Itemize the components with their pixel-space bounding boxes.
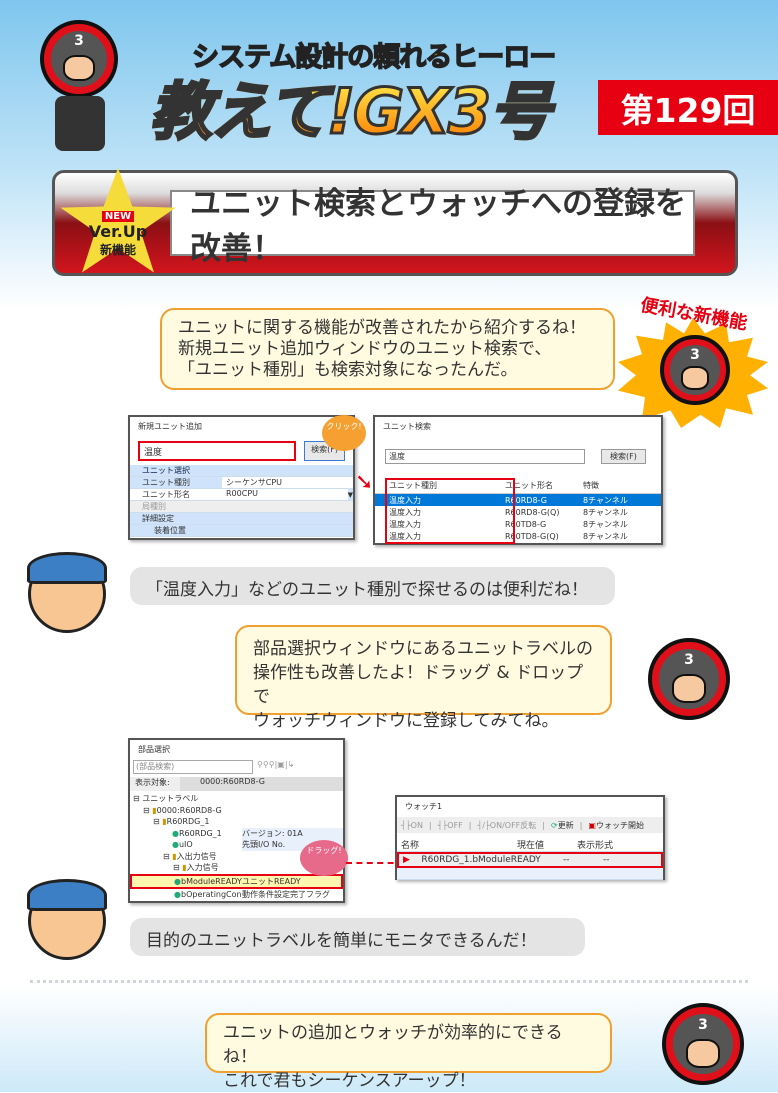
hero-character: 3	[648, 638, 730, 720]
new-unit-window: 新規ユニット追加 温度 検索(F) ユニット選択 ユニット種別シーケンサCPU …	[128, 415, 355, 540]
hero-number: 3	[690, 347, 700, 364]
parts-search-input[interactable]: (部品検索)	[133, 760, 253, 774]
tree-item[interactable]: ⊟ ▮0000:R60RD8-G	[143, 805, 222, 815]
kid-speech-bubble-2: 目的のユニットラベルを簡単にモニタできるんだ！	[130, 918, 585, 956]
target-value: 0000:R60RD8-G	[180, 777, 343, 791]
property-row: ユニット選択	[130, 465, 353, 477]
header-subtitle: システム設計の頼れるヒーロー	[191, 41, 557, 74]
bubble-line: ウォッチウィンドウに登録してみてね。	[253, 711, 559, 731]
off-button[interactable]: ┤├OFF	[437, 820, 463, 830]
kid-character	[27, 552, 107, 633]
window-title: 新規ユニット追加	[138, 422, 202, 431]
divider	[30, 980, 748, 983]
drag-path	[346, 862, 404, 864]
drag-callout: ドラッグ!	[300, 840, 348, 876]
kid-character	[27, 879, 107, 960]
search-button[interactable]: 検索(F)	[601, 449, 646, 464]
start-watch-button[interactable]: ▣ウォッチ開始	[588, 820, 644, 830]
refresh-icon: ⟳	[550, 820, 558, 830]
new-feature-label: 新機能	[99, 242, 136, 257]
arrow-icon: ➘	[355, 470, 374, 495]
target-label: 表示対象:	[135, 778, 170, 787]
dropdown-arrow-icon[interactable]: ▼	[347, 490, 353, 499]
property-row: 詳細設定	[130, 513, 353, 525]
window-title: ユニット検索	[383, 422, 431, 431]
toolbar-icons[interactable]: ⚲⚲⚲|▣|↳	[257, 760, 295, 769]
highlight-box	[385, 478, 515, 544]
hero-number: 3	[74, 33, 84, 50]
property-row[interactable]: ユニット種別シーケンサCPU	[130, 477, 353, 489]
hero-number: 3	[684, 651, 694, 668]
tree-item[interactable]: ⊟ ユニットラベル	[133, 794, 199, 803]
toggle-button[interactable]: ┤/├ON/OFF反転	[477, 820, 537, 830]
issue-number: 第129回	[598, 80, 778, 135]
table-header: ユニット種別ユニット形名特徴	[375, 478, 661, 494]
click-callout: クリック!	[322, 415, 366, 451]
version-up-star-text: NEW Ver.Up 新機能	[58, 168, 178, 278]
watch-window: ウォッチ1 ┤├ON| ┤├OFF| ┤/├ON/OFF反転| ⟳更新| ▣ウォ…	[395, 795, 665, 880]
hero-number: 3	[698, 1016, 708, 1033]
property-row: 局種別	[130, 501, 353, 513]
headline: ユニット検索とウォッチへの登録を改善！	[170, 186, 695, 267]
window-title: ウォッチ1	[405, 802, 443, 811]
ver-up-label: Ver.Up	[88, 221, 148, 241]
refresh-button[interactable]: ⟳更新	[550, 820, 574, 830]
property-row: 装着位置	[130, 525, 353, 537]
bubble-line: ユニットの追加とウォッチが効率的にできるね！	[223, 1023, 563, 1067]
search-input[interactable]: 温度	[138, 441, 297, 461]
window-title: 部品選択	[138, 745, 170, 754]
bubble-line: 新規ユニット追加ウィンドウのユニット検索で、	[178, 339, 552, 359]
speech-bubble-1: ユニットに関する機能が改善されたから紹介するね！ 新規ユニット追加ウィンドウのユ…	[160, 308, 615, 390]
hero-character: 3	[660, 335, 730, 405]
bubble-line: 部品選択ウィンドウにあるユニットラベルの	[253, 639, 593, 659]
watch-icon: ▣	[588, 820, 596, 830]
speech-bubble-3: ユニットの追加とウォッチが効率的にできるね！ これで君もシーケンスアーップ！	[205, 1013, 612, 1091]
watch-row-empty[interactable]	[397, 868, 663, 880]
arrow-icon: ▶	[403, 855, 410, 865]
tree-item[interactable]: ⊟ ▮入力信号	[173, 863, 219, 872]
table-header: 名称現在値表示形式	[397, 837, 663, 852]
hero-body	[55, 96, 105, 151]
bubble-line: 「ユニット種別」も検索対象になったんだ。	[178, 360, 518, 380]
bubble-line: ユニットに関する機能が改善されたから紹介するね！	[178, 318, 586, 338]
parts-selection-window: 部品選択 (部品検索) ⚲⚲⚲|▣|↳ 表示対象: 0000:R60RD8-G ⊟ …	[128, 738, 345, 903]
hero-character: 3	[662, 1003, 744, 1085]
tree-item[interactable]: ⊟ ▮R60RDG_1	[153, 817, 210, 826]
bubble-line: これで君もシーケンスアーップ！	[223, 1071, 476, 1091]
header-title: 教えて!GX3号	[148, 75, 552, 148]
search-input[interactable]: 温度	[385, 449, 585, 464]
new-label: NEW	[101, 210, 135, 222]
bubble-line: 操作性も改善したよ！ドラッグ & ドロップで	[253, 663, 584, 707]
on-button[interactable]: ┤├ON	[401, 820, 423, 830]
kid-speech-bubble-1: 「温度入力」などのユニット種別で探せるのは便利だね！	[130, 567, 615, 605]
tree-item[interactable]: ⊟ ▮入出力信号	[163, 851, 217, 861]
hero-character: 3	[40, 20, 118, 98]
watch-row[interactable]: ▶ R60RDG_1.bModuleREADY----	[397, 852, 663, 868]
speech-bubble-2: 部品選択ウィンドウにあるユニットラベルの 操作性も改善したよ！ドラッグ & ドロ…	[235, 625, 612, 731]
